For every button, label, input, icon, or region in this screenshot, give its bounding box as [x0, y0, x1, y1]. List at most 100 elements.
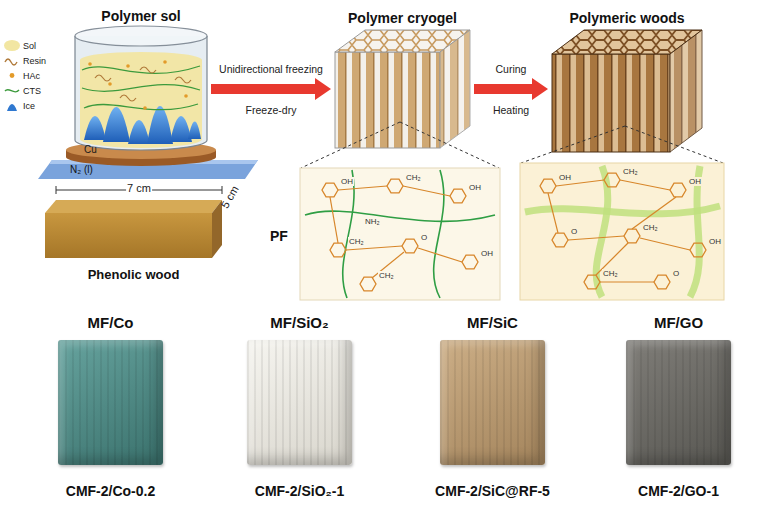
illustration-part	[140, 67, 156, 73]
chemical-group: O	[672, 269, 680, 278]
sample-cube: MF/SiO₂CMF-2/SiO₂-1	[247, 340, 352, 465]
chemical-group: OH	[340, 177, 354, 186]
legend-item: Sol	[4, 38, 46, 53]
cryogel-block	[335, 30, 470, 148]
illustration-part	[654, 275, 670, 289]
illustration-part	[338, 186, 387, 190]
illustration-part	[450, 189, 466, 203]
illustration-part	[440, 30, 470, 148]
annotation-label: Heating	[493, 104, 529, 116]
node-caption: CMF-2/SiO₂-1	[255, 483, 344, 499]
chemical-group: OH	[688, 177, 702, 186]
node-title: Polymer cryogel	[348, 10, 457, 26]
illustration-part	[108, 82, 112, 86]
arrow-label: Curing	[496, 63, 527, 75]
legend-text: Sol	[23, 41, 36, 51]
cryogel-figure: Polymer cryogel	[335, 30, 470, 148]
legend-text: CTS	[23, 86, 41, 96]
illustration-part	[126, 64, 130, 68]
process-arrow	[211, 78, 331, 100]
illustration-part	[690, 243, 706, 257]
illustration-part	[520, 163, 724, 300]
illustration-part	[75, 26, 207, 46]
illustration-part	[400, 122, 499, 168]
illustration-part	[128, 120, 150, 144]
illustration-part	[222, 186, 223, 194]
illustration-part	[548, 193, 558, 233]
legend-swatch	[4, 40, 20, 51]
node-title: Polymeric woods	[569, 10, 684, 26]
illustration-part	[552, 233, 568, 247]
annotation-label: Cu	[84, 144, 97, 156]
illustration-part	[540, 179, 556, 193]
annotation-label: PF	[270, 228, 288, 244]
node-title: MF/SiO₂	[270, 314, 328, 331]
illustration-part	[584, 275, 600, 289]
illustration-part	[56, 186, 57, 194]
legend-item: HAc	[4, 68, 46, 83]
illustration-part	[387, 179, 403, 193]
node-caption: CMF-2/SiC@RF-5	[435, 483, 550, 499]
node-title: Phenolic wood	[88, 268, 180, 283]
illustration-part	[163, 60, 167, 64]
illustration-part	[624, 229, 640, 243]
illustration-part	[95, 75, 111, 81]
sample-cube: MF/CoCMF-2/Co-0.2	[58, 340, 163, 465]
illustration-part	[346, 246, 402, 250]
illustration-part	[45, 200, 222, 213]
annotation-label: 7 cm	[126, 182, 152, 195]
illustration-part	[548, 180, 690, 282]
illustration-part	[640, 238, 690, 250]
chemical-group: CH₂	[405, 173, 422, 182]
process-arrow	[474, 78, 548, 100]
illustration-part	[434, 170, 444, 298]
legend-symbol	[4, 85, 20, 96]
illustration-part	[147, 106, 173, 144]
illustration-part	[330, 243, 346, 257]
illustration-part	[80, 52, 202, 148]
illustration-part	[568, 236, 624, 240]
arrow-label: Unidirectional freezing	[219, 63, 323, 75]
illustration-part	[403, 186, 450, 196]
node-caption: CMF-2/Co-0.2	[66, 483, 155, 499]
illustration-part	[103, 107, 130, 142]
node-title: MF/SiC	[467, 314, 518, 331]
illustration-part	[7, 104, 17, 111]
illustration-part	[330, 197, 338, 243]
legend-symbol	[4, 55, 20, 66]
illustration-part	[625, 126, 723, 163]
illustration-part	[88, 62, 92, 66]
chemical-group: CH₂	[622, 167, 639, 176]
chemical-group: OH	[480, 249, 494, 258]
node-title: Polymer sol	[101, 8, 180, 24]
beaker-figure: Polymer sol	[75, 28, 207, 158]
legend: SolResinHAcCTS Ice	[4, 38, 46, 113]
legend-item: CTS	[4, 83, 46, 98]
chemical-group: OH	[558, 173, 572, 182]
illustration-part	[552, 54, 670, 152]
chemical-group: CH₂	[378, 271, 395, 280]
illustration-part	[360, 277, 376, 291]
legend-symbol	[4, 70, 20, 81]
chemical-group: NH₂	[364, 217, 381, 226]
illustration-part	[5, 90, 19, 92]
leader-lines	[301, 122, 723, 168]
molecular-panel-wood	[520, 163, 724, 300]
legend-item: Resin	[4, 53, 46, 68]
wood-block	[552, 30, 702, 152]
chemical-group: OH	[708, 237, 722, 246]
illustration-part	[521, 126, 625, 163]
chemical-group: O	[420, 233, 428, 242]
annotation-label: N₂ (l)	[70, 164, 93, 176]
illustration-part	[600, 281, 654, 282]
illustration-part	[175, 77, 191, 83]
beaker	[75, 26, 207, 150]
phenolic-slab	[45, 200, 222, 258]
illustration-part	[402, 239, 418, 253]
legend-symbol	[4, 100, 20, 111]
node-title: MF/Co	[88, 314, 134, 331]
legend-item: Ice	[4, 98, 46, 113]
illustration-part	[301, 122, 400, 168]
illustration-part	[84, 104, 198, 110]
